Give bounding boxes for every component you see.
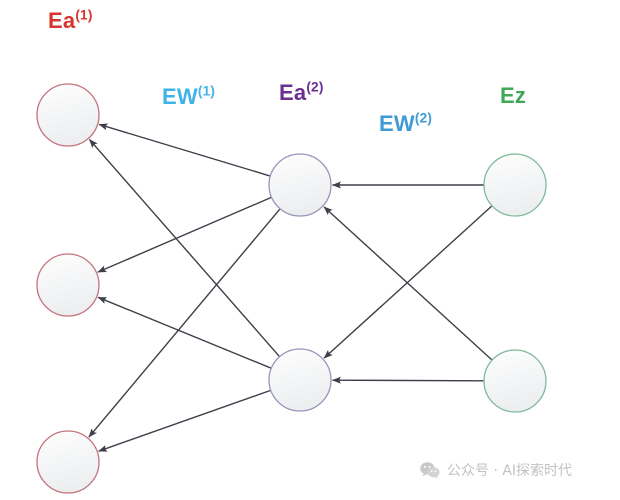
network-node[interactable] <box>268 153 332 217</box>
label-ew1-sup: (1) <box>197 83 216 99</box>
label-ea1-base: Ea <box>48 8 76 33</box>
network-node[interactable] <box>36 430 100 494</box>
nodes-group <box>36 83 547 494</box>
edge <box>98 389 271 452</box>
watermark-text: 公众号 · AI探索时代 <box>447 462 573 479</box>
wechat-icon <box>420 462 440 479</box>
edge <box>88 208 281 438</box>
edge <box>331 376 484 384</box>
edge <box>97 196 272 273</box>
label-ew1-base: EW <box>162 84 198 109</box>
label-ew2-sup: (2) <box>414 110 433 126</box>
edge <box>323 206 493 361</box>
edge <box>98 123 271 177</box>
network-node[interactable] <box>483 349 547 413</box>
label-ea2-sup: (2) <box>306 79 324 95</box>
edges-group <box>88 123 493 452</box>
label-ew2: EW(2) <box>379 110 433 136</box>
network-node[interactable] <box>36 253 100 317</box>
label-ew1: EW(1) <box>162 83 216 109</box>
label-ez-base: Ez <box>500 83 527 108</box>
network-node[interactable] <box>483 153 547 217</box>
edge <box>323 205 493 359</box>
network-node[interactable] <box>268 348 332 412</box>
edge <box>88 138 280 357</box>
network-node[interactable] <box>36 83 100 147</box>
label-ea2-base: Ea <box>279 80 307 105</box>
edge <box>97 296 272 369</box>
label-ew2-base: EW <box>379 111 415 136</box>
watermark: 公众号 · AI探索时代 <box>420 462 572 479</box>
label-ea1-sup: (1) <box>75 7 93 23</box>
label-ez: Ez <box>500 85 526 107</box>
label-ea1: Ea(1) <box>48 7 93 33</box>
label-ea2: Ea(2) <box>279 79 324 105</box>
